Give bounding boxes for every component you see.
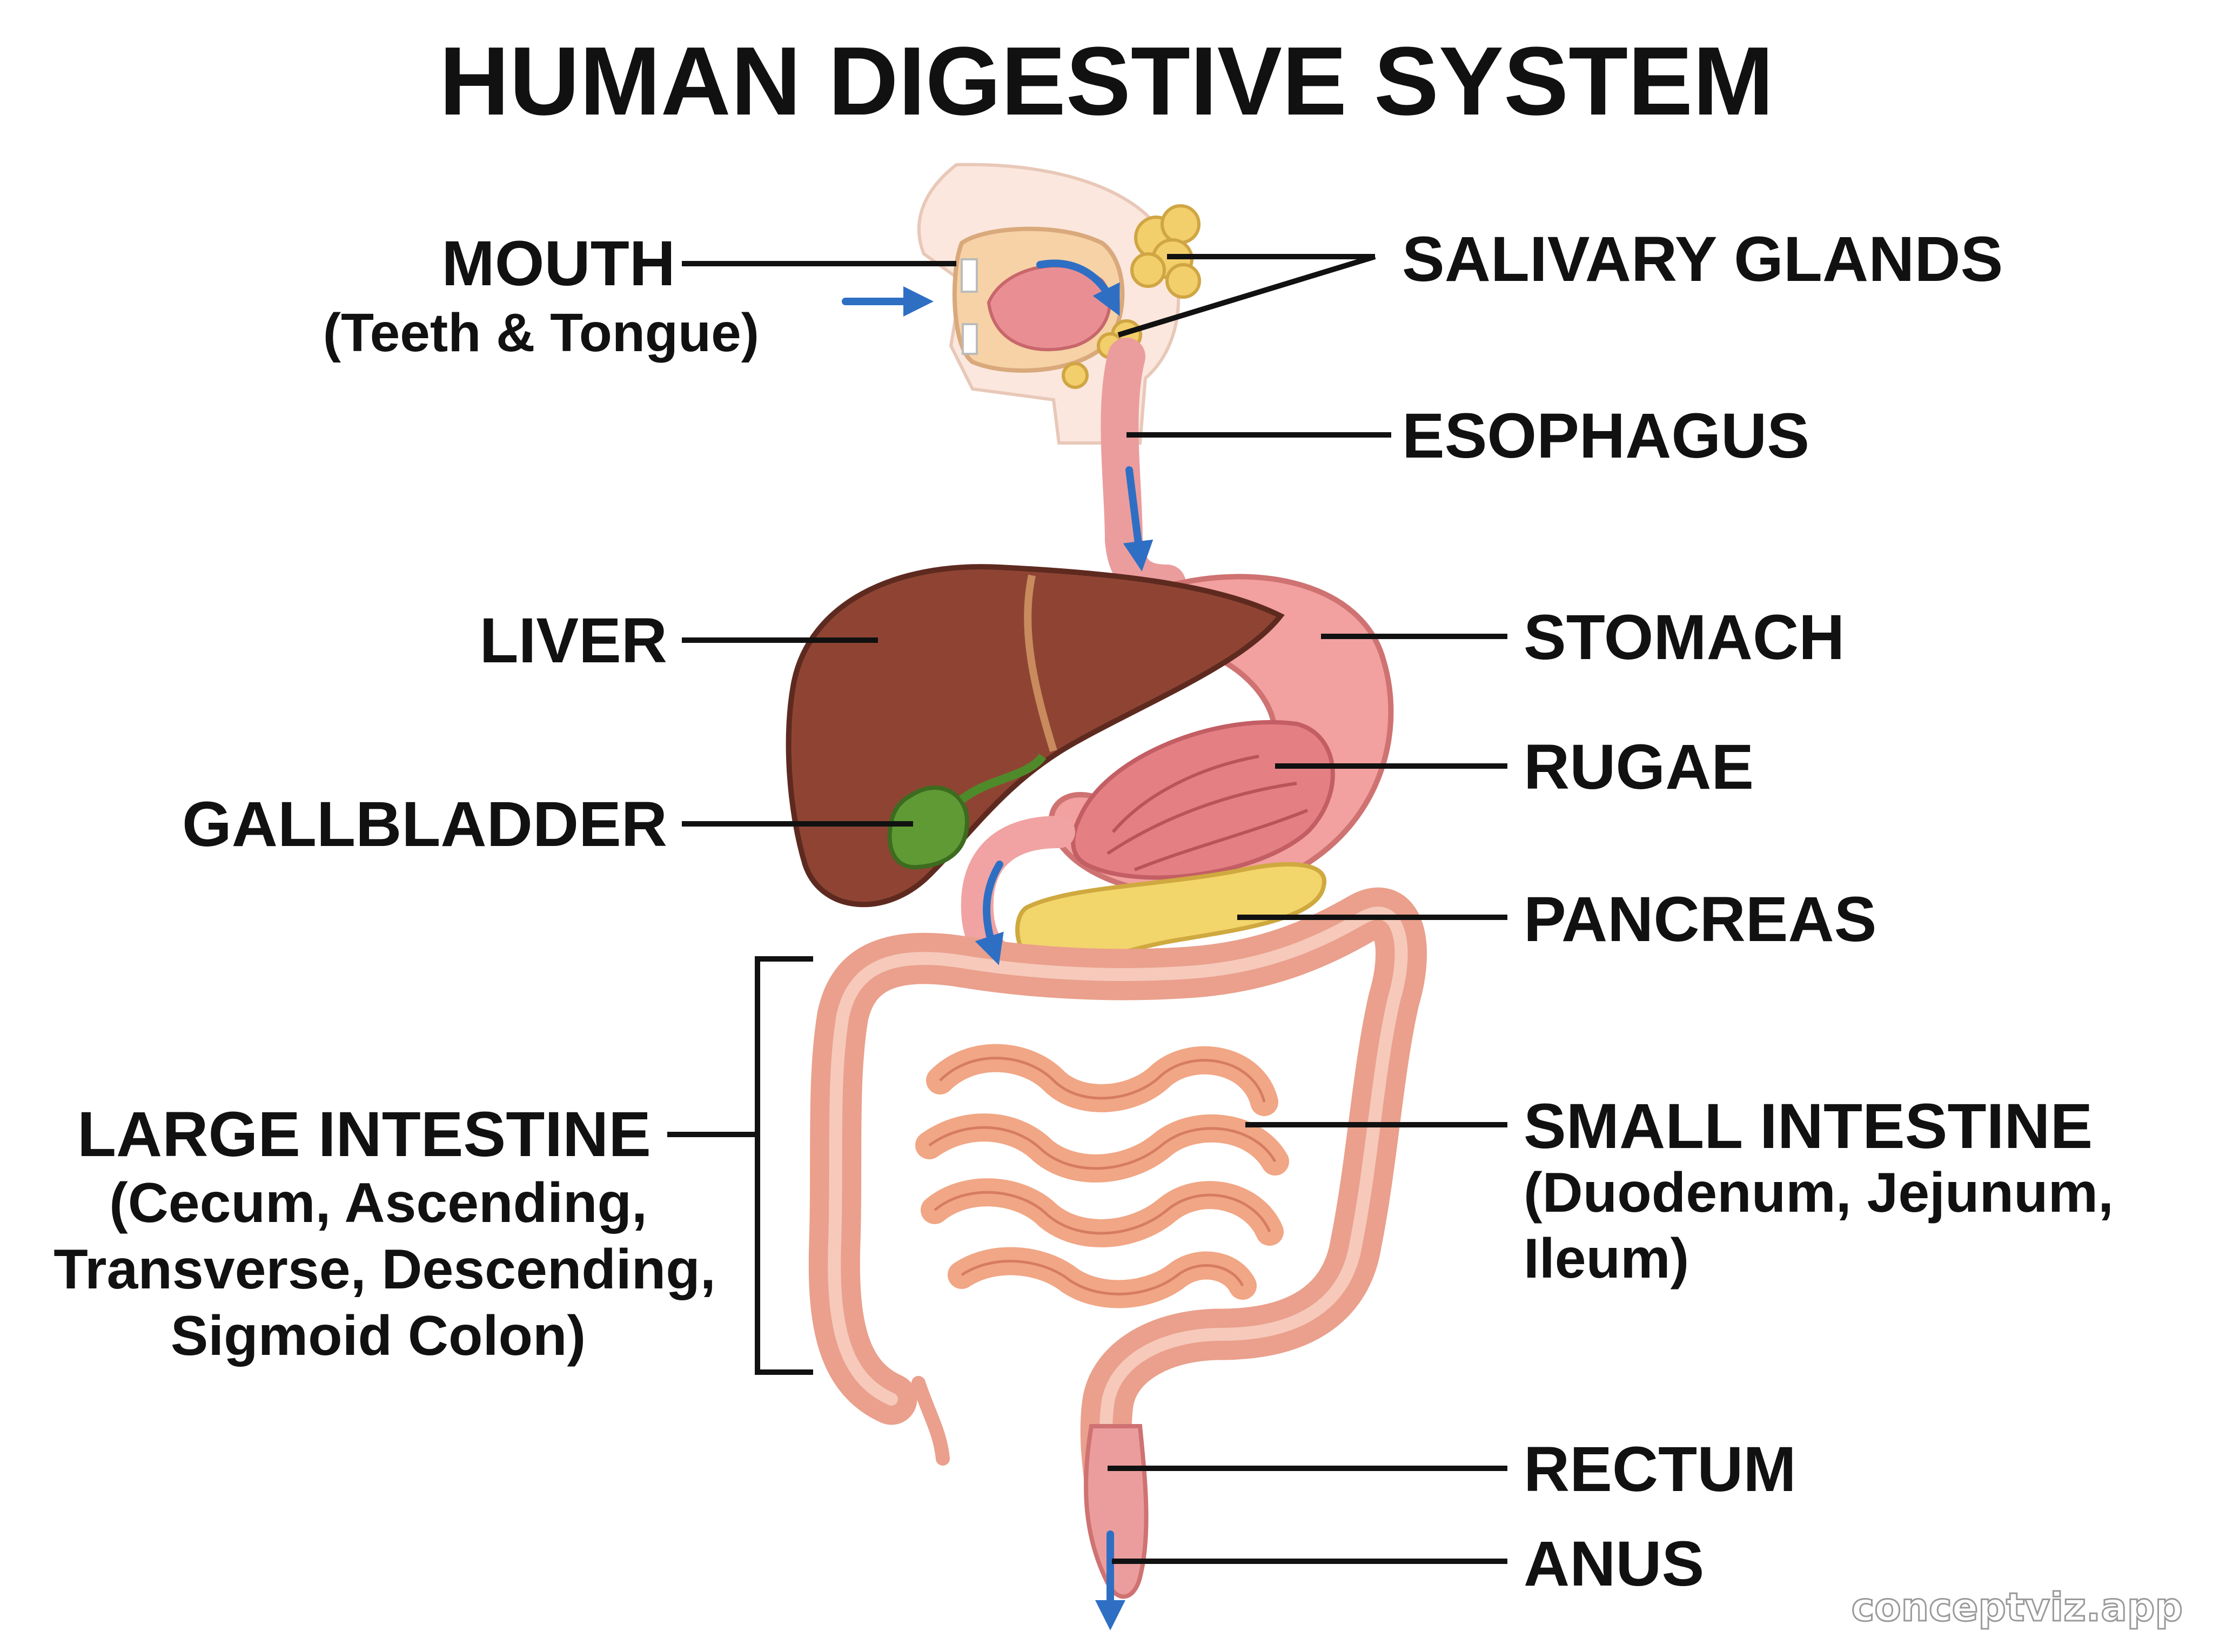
rugae-folds <box>1106 755 1309 871</box>
lower-teeth <box>962 323 978 355</box>
label-esophagus: ESOPHAGUS <box>1402 400 1809 472</box>
flow-arrows <box>842 259 1154 1630</box>
label-small-intestine: SMALL INTESTINE <box>1524 1091 2093 1162</box>
arrow-into-duodenum <box>975 861 1004 965</box>
rugae-shape <box>1071 720 1335 880</box>
label-large-intestine-detail-3: Sigmoid Colon) <box>171 1305 586 1367</box>
label-mouth-detail: (Teeth & Tongue) <box>323 303 759 363</box>
label-small-intestine-detail-1: (Duodenum, Jejunum, <box>1524 1161 2114 1224</box>
label-large-intestine: LARGE INTESTINE <box>77 1099 651 1170</box>
liver-ligament <box>1024 574 1057 753</box>
appendix <box>911 1376 950 1466</box>
small-intestine-shape <box>915 1044 1289 1308</box>
label-mouth: MOUTH <box>441 228 675 299</box>
arrow-down-esophagus <box>1123 466 1154 572</box>
gallbladder-shape <box>887 785 970 870</box>
label-gallbladder: GALLBLADDER <box>182 789 667 860</box>
label-pancreas: PANCREAS <box>1524 884 1876 955</box>
label-stomach: STOMACH <box>1524 602 1845 673</box>
leader-salivary-lower <box>1117 254 1376 338</box>
large-intestine-shape <box>808 887 1427 1539</box>
watermark: conceptviz.app <box>1852 1584 2183 1630</box>
arrow-in-mouth <box>1036 259 1120 317</box>
small-intestine-outline <box>928 1057 1277 1295</box>
label-anus: ANUS <box>1524 1528 1704 1600</box>
large-intestine-bracket <box>755 956 813 1375</box>
label-small-intestine-detail-2: Ileum) <box>1524 1227 1689 1290</box>
anatomy-illustration <box>786 163 1427 1630</box>
label-rectum: RECTUM <box>1524 1434 1796 1505</box>
label-large-intestine-detail-1: (Cecum, Ascending, <box>109 1172 647 1234</box>
rectum-shape <box>1084 1424 1149 1599</box>
label-liver: LIVER <box>480 605 668 676</box>
label-rugae: RUGAE <box>1524 731 1754 803</box>
bile-duct <box>959 753 1047 803</box>
label-salivary-glands: SALIVARY GLANDS <box>1402 224 2003 295</box>
label-large-intestine-detail-2: Transverse, Descending, <box>53 1238 715 1301</box>
large-intestine-highlight <box>828 906 1408 1519</box>
leader-lines <box>667 254 1507 1564</box>
labels: MOUTH (Teeth & Tongue) SALIVARY GLANDS E… <box>53 224 2114 1600</box>
diagram-title: HUMAN DIGESTIVE SYSTEM <box>439 27 1774 136</box>
upper-teeth <box>961 258 978 293</box>
